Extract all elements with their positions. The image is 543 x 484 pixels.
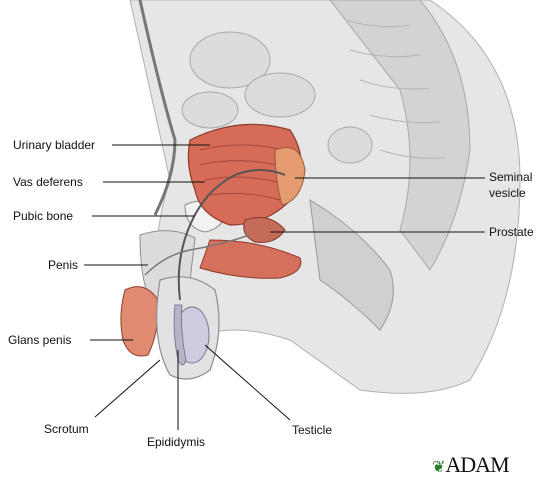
label-testicle: Testicle xyxy=(292,423,332,437)
label-pubic-bone: Pubic bone xyxy=(13,209,73,223)
label-urinary-bladder: Urinary bladder xyxy=(13,138,95,152)
label-glans-penis: Glans penis xyxy=(8,333,71,347)
label-scrotum: Scrotum xyxy=(44,422,89,436)
leaf-icon: ❦ xyxy=(432,459,444,476)
leader-testicle xyxy=(205,345,290,420)
label-seminal-vesicle-line1: Seminal xyxy=(489,170,532,184)
label-seminal-vesicle-line2: vesicle xyxy=(489,186,526,200)
label-penis: Penis xyxy=(48,258,78,272)
label-epididymis: Epididymis xyxy=(147,435,205,449)
glans-penis xyxy=(121,287,158,356)
brand-text: ADAM xyxy=(445,452,508,477)
label-vas-deferens: Vas deferens xyxy=(13,175,83,189)
adam-logo: ❦ADAM xyxy=(432,452,509,478)
label-prostate: Prostate xyxy=(489,225,534,239)
leader-scrotum xyxy=(95,360,160,417)
